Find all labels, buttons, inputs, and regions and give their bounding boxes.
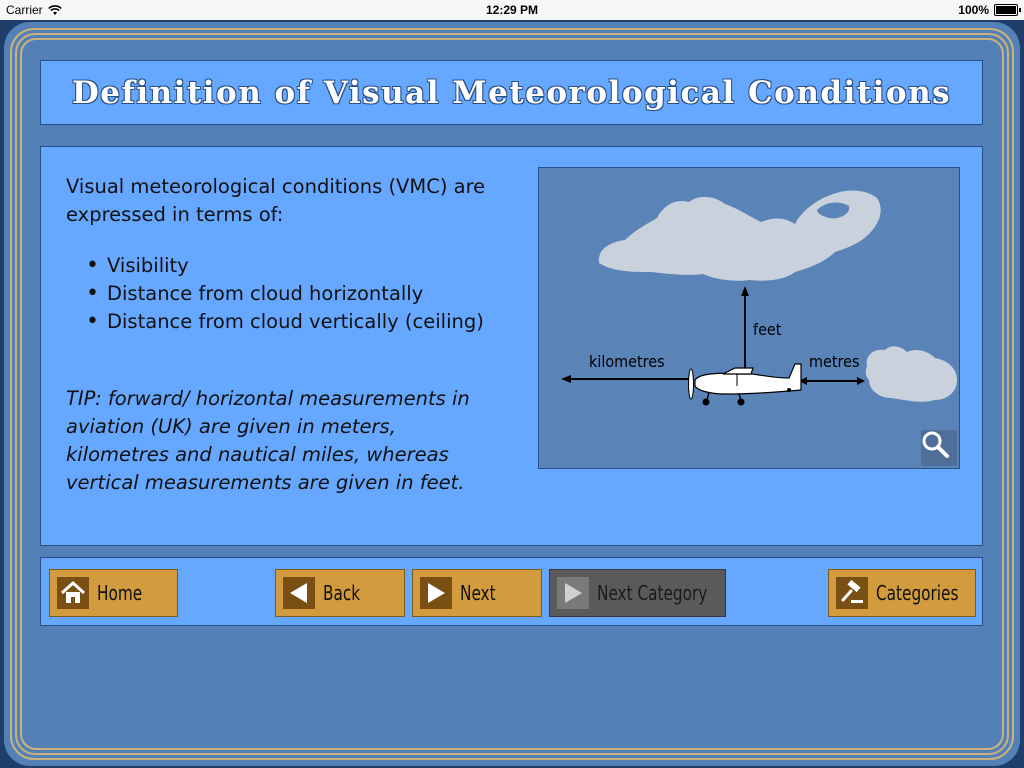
magnifier-icon [922,431,949,458]
back-button[interactable]: Back [275,569,405,617]
carrier-label: Carrier [6,3,43,17]
intro-text: Visual meteorological conditions (VMC) a… [66,175,486,226]
content-panel: Visual meteorological conditions (VMC) a… [40,146,983,546]
metres-label: metres [809,352,860,371]
feet-label: feet [753,320,782,339]
clock: 12:29 PM [485,3,539,17]
categories-button[interactable]: Categories [828,569,976,617]
zoom-button[interactable] [921,430,957,466]
page-title: Definition of Visual Meteorological Cond… [71,74,952,111]
next-arrow-icon [420,577,452,609]
bullet-list: Visibility Distance from cloud horizonta… [86,252,506,336]
next-category-button[interactable]: Next Category [549,569,726,617]
home-icon [57,577,89,609]
gavel-icon [836,577,868,609]
wifi-icon [47,4,62,15]
next-arrow-icon [557,577,589,609]
back-arrow-icon [283,577,315,609]
diagram-illustration [561,190,957,406]
title-banner: Definition of Visual Meteorological Cond… [40,60,983,125]
list-item: Visibility [86,252,506,280]
tip-text: TIP: forward/ horizontal measurements in… [66,387,470,494]
categories-label: Categories [876,581,959,605]
next-label: Next [460,581,496,605]
cloud-illustration [865,346,957,402]
vmc-diagram[interactable]: feet kilometres metres [538,167,960,469]
home-button[interactable]: Home [49,569,178,617]
cloud-illustration [598,190,881,281]
next-button[interactable]: Next [412,569,542,617]
battery-icon [994,4,1021,16]
airplane-illustration [688,363,802,406]
navigation-bar: Home Back Next Next Category Categories [40,557,983,626]
battery-percent: 100% [958,3,989,17]
list-item: Distance from cloud horizontally [86,280,506,308]
home-label: Home [97,581,143,605]
list-item: Distance from cloud vertically (ceiling) [86,308,506,336]
kilometres-label: kilometres [589,352,665,371]
back-label: Back [323,581,361,605]
next-category-label: Next Category [597,581,708,605]
status-bar: Carrier 12:29 PM 100% [0,0,1024,20]
